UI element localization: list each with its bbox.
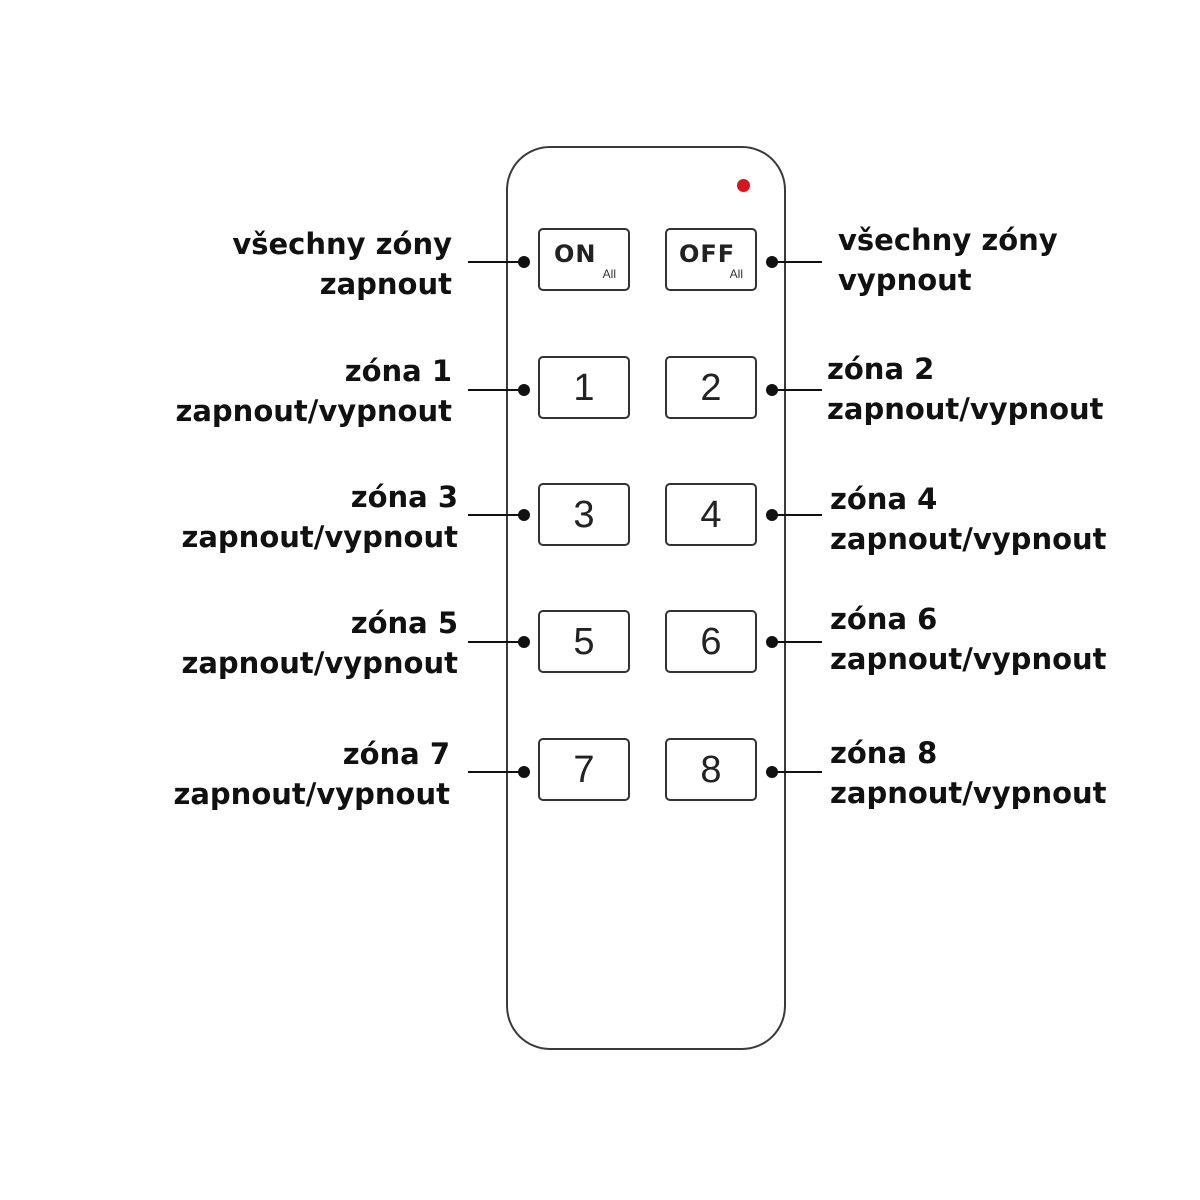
leader-line-zone-8 <box>770 771 822 773</box>
leader-line-zone-5 <box>468 641 524 643</box>
zone-3-button[interactable]: 3 <box>538 483 630 546</box>
leader-line-zone-1 <box>468 389 524 391</box>
label-zone-2: zóna 2 zapnout/vypnout <box>827 349 1104 429</box>
label-off-all-line1: všechny zóny <box>838 223 1058 257</box>
zone-8-button[interactable]: 8 <box>665 738 757 801</box>
zone-7-button[interactable]: 7 <box>538 738 630 801</box>
on-all-sublabel: All <box>602 267 616 281</box>
leader-dot-zone-4 <box>766 509 778 521</box>
zone-2-number: 2 <box>700 367 722 409</box>
leader-line-zone-6 <box>770 641 822 643</box>
zone-8-number: 8 <box>700 749 722 791</box>
label-zone-8-line2: zapnout/vypnout <box>830 776 1107 810</box>
off-all-label: OFF <box>679 240 736 268</box>
label-zone-7: zóna 7 zapnout/vypnout <box>173 734 450 814</box>
leader-dot-on-all <box>518 256 530 268</box>
label-on-all-line1: všechny zóny <box>232 227 452 261</box>
zone-4-button[interactable]: 4 <box>665 483 757 546</box>
leader-dot-off-all <box>766 256 778 268</box>
leader-line-on-all <box>468 261 524 263</box>
label-zone-5: zóna 5 zapnout/vypnout <box>181 603 458 683</box>
label-zone-6: zóna 6 zapnout/vypnout <box>830 599 1107 679</box>
label-on-all-line2: zapnout <box>319 267 452 301</box>
label-zone-3: zóna 3 zapnout/vypnout <box>181 477 458 557</box>
off-all-button[interactable]: OFF All <box>665 228 757 291</box>
status-led <box>737 179 750 192</box>
label-zone-1-line1: zóna 1 <box>344 354 452 388</box>
label-zone-1-line2: zapnout/vypnout <box>175 394 452 428</box>
zone-1-number: 1 <box>573 367 595 409</box>
label-off-all-line2: vypnout <box>838 263 972 297</box>
zone-1-button[interactable]: 1 <box>538 356 630 419</box>
leader-dot-zone-6 <box>766 636 778 648</box>
label-zone-5-line1: zóna 5 <box>350 606 458 640</box>
label-zone-7-line1: zóna 7 <box>342 737 450 771</box>
label-off-all: všechny zóny vypnout <box>838 220 1058 300</box>
zone-3-number: 3 <box>573 494 595 536</box>
zone-7-number: 7 <box>573 749 595 791</box>
label-zone-6-line1: zóna 6 <box>830 602 938 636</box>
leader-line-off-all <box>770 261 822 263</box>
remote-control-body <box>506 146 786 1050</box>
label-zone-4-line2: zapnout/vypnout <box>830 522 1107 556</box>
label-zone-3-line1: zóna 3 <box>350 480 458 514</box>
zone-5-number: 5 <box>573 621 595 663</box>
leader-line-zone-3 <box>468 514 524 516</box>
on-all-label: ON <box>554 240 597 268</box>
leader-dot-zone-1 <box>518 384 530 396</box>
on-all-button[interactable]: ON All <box>538 228 630 291</box>
label-zone-6-line2: zapnout/vypnout <box>830 642 1107 676</box>
label-zone-4: zóna 4 zapnout/vypnout <box>830 479 1107 559</box>
leader-dot-zone-5 <box>518 636 530 648</box>
label-zone-8-line1: zóna 8 <box>830 736 938 770</box>
label-on-all: všechny zóny zapnout <box>232 224 452 304</box>
label-zone-2-line1: zóna 2 <box>827 352 935 386</box>
leader-dot-zone-3 <box>518 509 530 521</box>
label-zone-4-line1: zóna 4 <box>830 482 938 516</box>
label-zone-3-line2: zapnout/vypnout <box>181 520 458 554</box>
leader-line-zone-4 <box>770 514 822 516</box>
zone-5-button[interactable]: 5 <box>538 610 630 673</box>
label-zone-2-line2: zapnout/vypnout <box>827 392 1104 426</box>
zone-6-button[interactable]: 6 <box>665 610 757 673</box>
leader-dot-zone-2 <box>766 384 778 396</box>
leader-dot-zone-7 <box>518 766 530 778</box>
leader-line-zone-2 <box>770 389 822 391</box>
zone-4-number: 4 <box>700 494 722 536</box>
label-zone-5-line2: zapnout/vypnout <box>181 646 458 680</box>
zone-6-number: 6 <box>700 621 722 663</box>
zone-2-button[interactable]: 2 <box>665 356 757 419</box>
off-all-sublabel: All <box>729 267 743 281</box>
label-zone-8: zóna 8 zapnout/vypnout <box>830 733 1107 813</box>
label-zone-1: zóna 1 zapnout/vypnout <box>175 351 452 431</box>
leader-dot-zone-8 <box>766 766 778 778</box>
label-zone-7-line2: zapnout/vypnout <box>173 777 450 811</box>
leader-line-zone-7 <box>468 771 524 773</box>
